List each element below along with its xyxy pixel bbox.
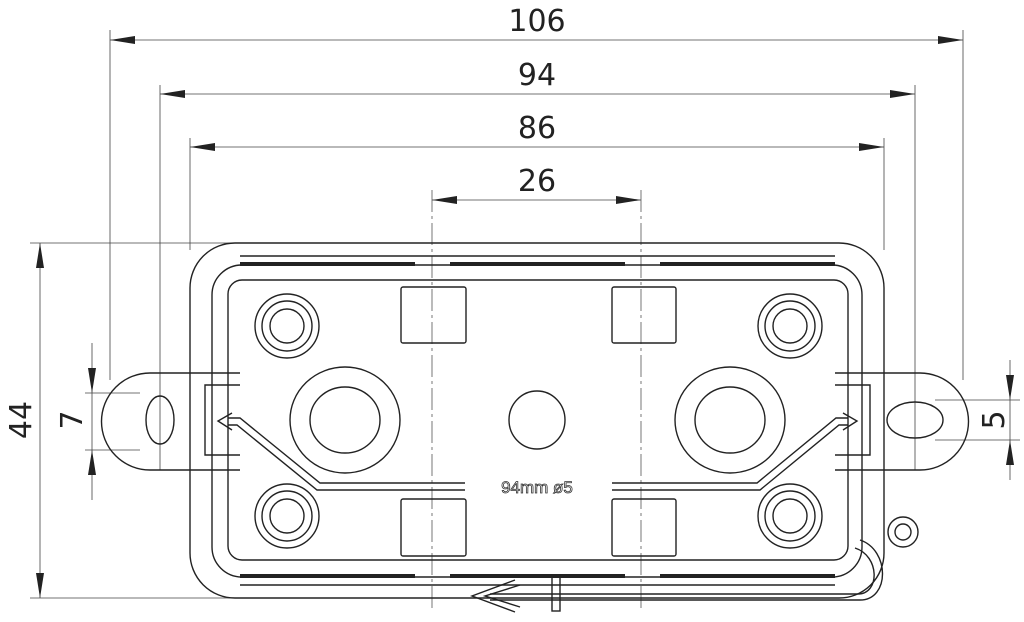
dimension-label-86: 86 [518,111,556,146]
embossed-label: 94mm ø5 [501,478,573,497]
dimension-label-106: 106 [508,4,565,39]
base-body [189,242,885,599]
mounting-slot-right [886,401,944,439]
dimension-44: 44 [4,243,44,598]
dimension-26: 26 [432,164,641,204]
square-cutouts [400,286,677,557]
dimension-label-94: 94 [518,58,556,93]
dimension-label-44: 44 [4,401,39,439]
screw-bosses [254,293,823,549]
strap-tab [469,516,919,613]
cable-entries [289,366,786,474]
dimension-label-7: 7 [55,410,90,429]
screw-boss [757,483,823,549]
center-lines [431,190,642,612]
mounting-slot-left [145,395,175,445]
dimension-86: 86 [190,111,884,151]
right-mounting-ear [835,372,970,471]
guide-arrows [216,412,859,491]
dimension-label-5: 5 [977,410,1012,429]
dimension-94: 94 [160,58,915,98]
dimension-7: 7 [55,343,96,500]
left-mounting-ear [100,372,240,471]
dimension-106: 106 [110,4,963,44]
dimension-label-26: 26 [518,164,556,199]
dimension-5: 5 [977,360,1014,480]
screw-boss [254,293,320,359]
screw-boss [254,483,320,549]
screw-boss [757,293,823,359]
extension-lines [30,30,1020,599]
